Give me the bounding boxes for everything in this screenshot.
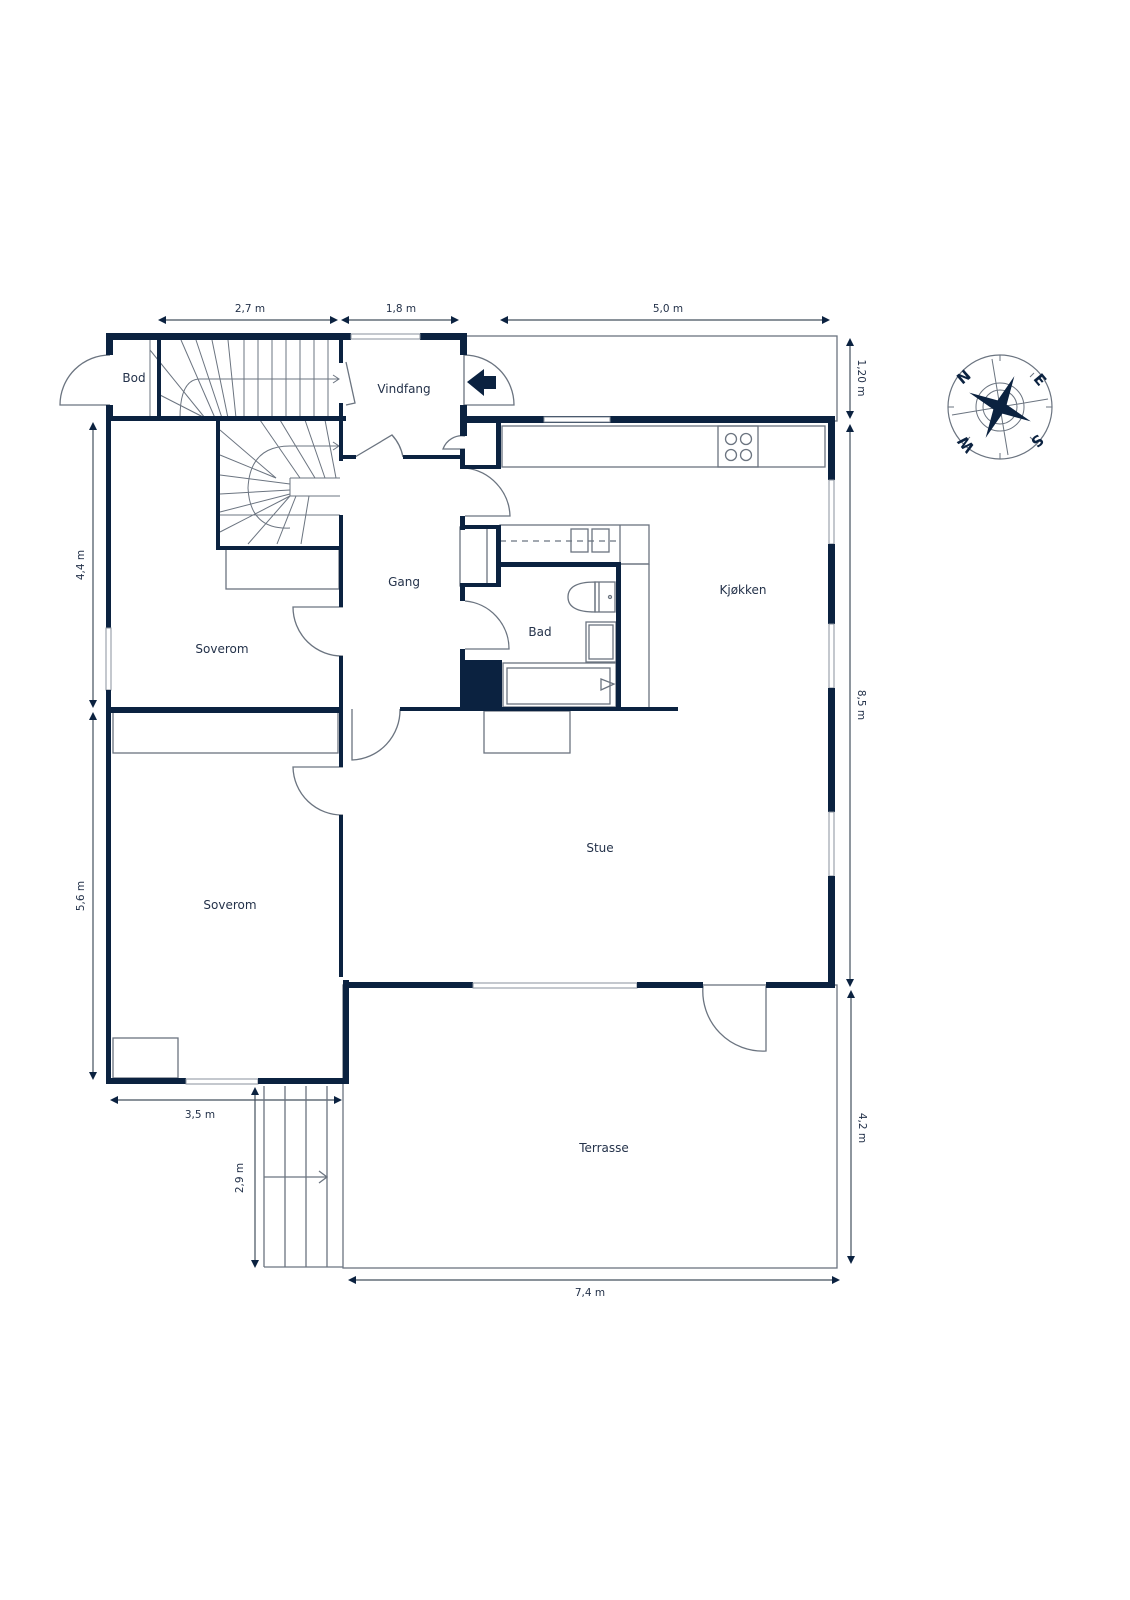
terrace-outline (263, 335, 838, 1269)
bath-sink-icon (585, 621, 617, 663)
room-label-kjokken: Kjøkken (719, 583, 766, 597)
bathtub-icon (502, 662, 617, 708)
room-label-bod: Bod (122, 371, 145, 385)
compass-e: E (1030, 370, 1050, 389)
walls (105, 333, 835, 1085)
room-labels: Bod Vindfang Gang Soverom Bad Kjøkken So… (122, 371, 766, 1155)
dim-right-middle: 8,5 m (855, 690, 867, 720)
dimension-labels: 2,7 m 1,8 m 5,0 m 1,20 m 8,5 m 4,2 m 4,4… (75, 303, 868, 1299)
toilet-icon (567, 581, 596, 613)
room-label-soverom-2: Soverom (203, 898, 256, 912)
stove-icon (717, 425, 759, 468)
room-label-terrasse: Terrasse (578, 1141, 629, 1155)
dim-bottom-left: 3,5 m (185, 1109, 215, 1121)
dim-right-bottom: 4,2 m (856, 1113, 868, 1143)
dim-top-left: 2,7 m (235, 303, 265, 315)
dim-left-top: 4,4 m (75, 550, 87, 580)
dim-bottom-terrace: 7,4 m (575, 1287, 605, 1299)
dimension-lines (89, 316, 855, 1284)
room-label-vindfang: Vindfang (377, 382, 430, 396)
room-label-soverom-1: Soverom (195, 642, 248, 656)
room-label-gang: Gang (388, 575, 420, 589)
dim-right-top: 1,20 m (855, 360, 867, 397)
compass-rose-icon: N E S W (947, 354, 1053, 460)
dim-left-bottom: 5,6 m (75, 881, 87, 911)
room-label-stue: Stue (586, 841, 613, 855)
interior-stairs (149, 339, 340, 545)
room-label-bad: Bad (528, 625, 551, 639)
dim-stairs-outside: 2,9 m (234, 1163, 246, 1193)
compass-n: N (953, 366, 974, 388)
door-swings (59, 354, 767, 1052)
dim-top-middle: 1,8 m (386, 303, 416, 315)
sink-icon (570, 528, 589, 553)
entrance-arrow-icon (467, 369, 496, 396)
dim-top-right: 5,0 m (653, 303, 683, 315)
